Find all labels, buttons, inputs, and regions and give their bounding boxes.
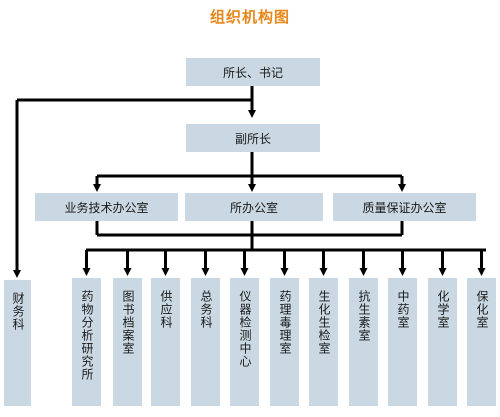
department-label: 药物分析研究所 [80,290,94,381]
office-label: 业务技术办公室 [64,200,149,215]
finance-box: 财务科 [4,280,31,406]
department-label: 化学室 [436,290,450,329]
department-label: 保化室 [475,290,489,329]
deputy-director-box: 副所长 [186,124,320,152]
chart-title: 组织机构图 [209,8,290,26]
department-label: 药理毒理室 [278,290,292,355]
deputy-director-label: 副所长 [234,131,271,146]
department-box: 供应科 [151,278,180,406]
department-box: 抗生素室 [349,278,378,406]
department-box: 总务科 [191,278,220,406]
department-label: 仪器检测中心 [238,290,252,368]
office-box-quality: 质量保证办公室 [333,193,476,221]
department-box: 生化生检室 [309,278,338,406]
department-box: 仪器检测中心 [230,278,259,406]
director-label: 所长、书记 [222,65,283,80]
department-label: 图书档案室 [121,290,135,355]
department-box: 中药室 [388,278,417,406]
department-box: 药理毒理室 [270,278,299,406]
office-label: 质量保证办公室 [362,200,447,215]
department-box: 保化室 [467,278,496,406]
director-box: 所长、书记 [186,58,320,86]
department-label: 抗生素室 [357,290,371,342]
office-label: 所办公室 [229,200,278,215]
department-box: 图书档案室 [113,278,142,406]
department-label: 供应科 [159,290,173,329]
department-box: 药物分析研究所 [72,278,101,406]
department-label: 总务科 [199,290,213,329]
office-box-business-tech: 业务技术办公室 [35,193,178,221]
department-box: 化学室 [428,278,457,406]
finance-label: 财务科 [11,292,25,331]
department-label: 中药室 [396,290,410,329]
office-box-general: 所办公室 [185,193,323,221]
department-label: 生化生检室 [317,290,331,355]
